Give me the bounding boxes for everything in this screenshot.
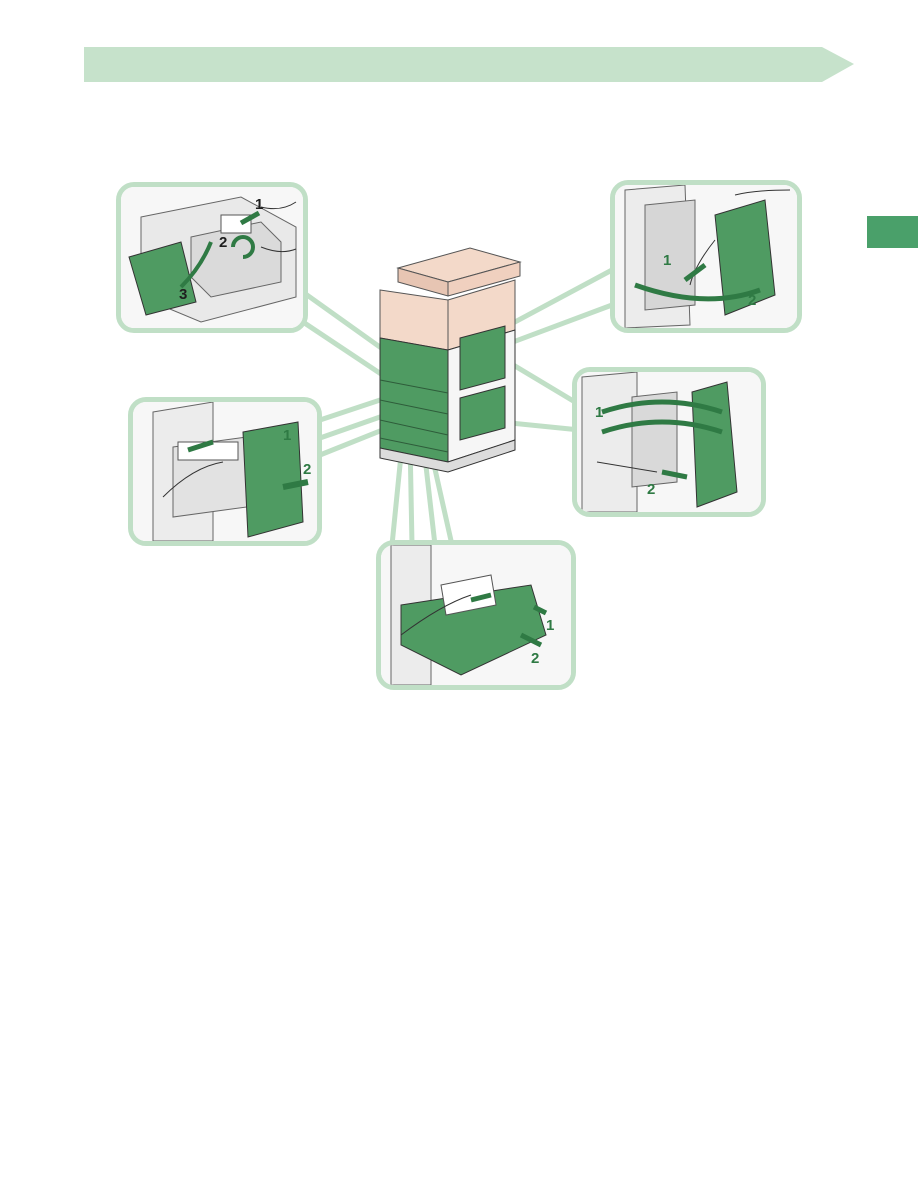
step-number: 1	[595, 404, 603, 421]
panel-fixing-unit: 1 2 3	[116, 182, 308, 333]
step-number: 1	[283, 427, 291, 444]
step-number: 2	[531, 650, 539, 667]
step-number: 2	[748, 292, 756, 309]
step-number: 2	[303, 461, 311, 478]
step-number: 1	[255, 196, 263, 213]
step-number: 2	[219, 234, 227, 251]
panel-right-lower-cover: 1 2	[572, 367, 766, 517]
panel-right-upper-cover: 1 2	[610, 180, 802, 333]
panel-paper-drawer-tray: 1 2	[376, 540, 576, 690]
copier-machine	[380, 248, 520, 472]
step-number: 2	[647, 481, 655, 498]
step-number: 3	[179, 286, 187, 303]
step-number: 1	[546, 617, 554, 634]
panel-paper-drawer-large: 1 2	[128, 397, 322, 546]
step-number: 1	[663, 252, 671, 269]
